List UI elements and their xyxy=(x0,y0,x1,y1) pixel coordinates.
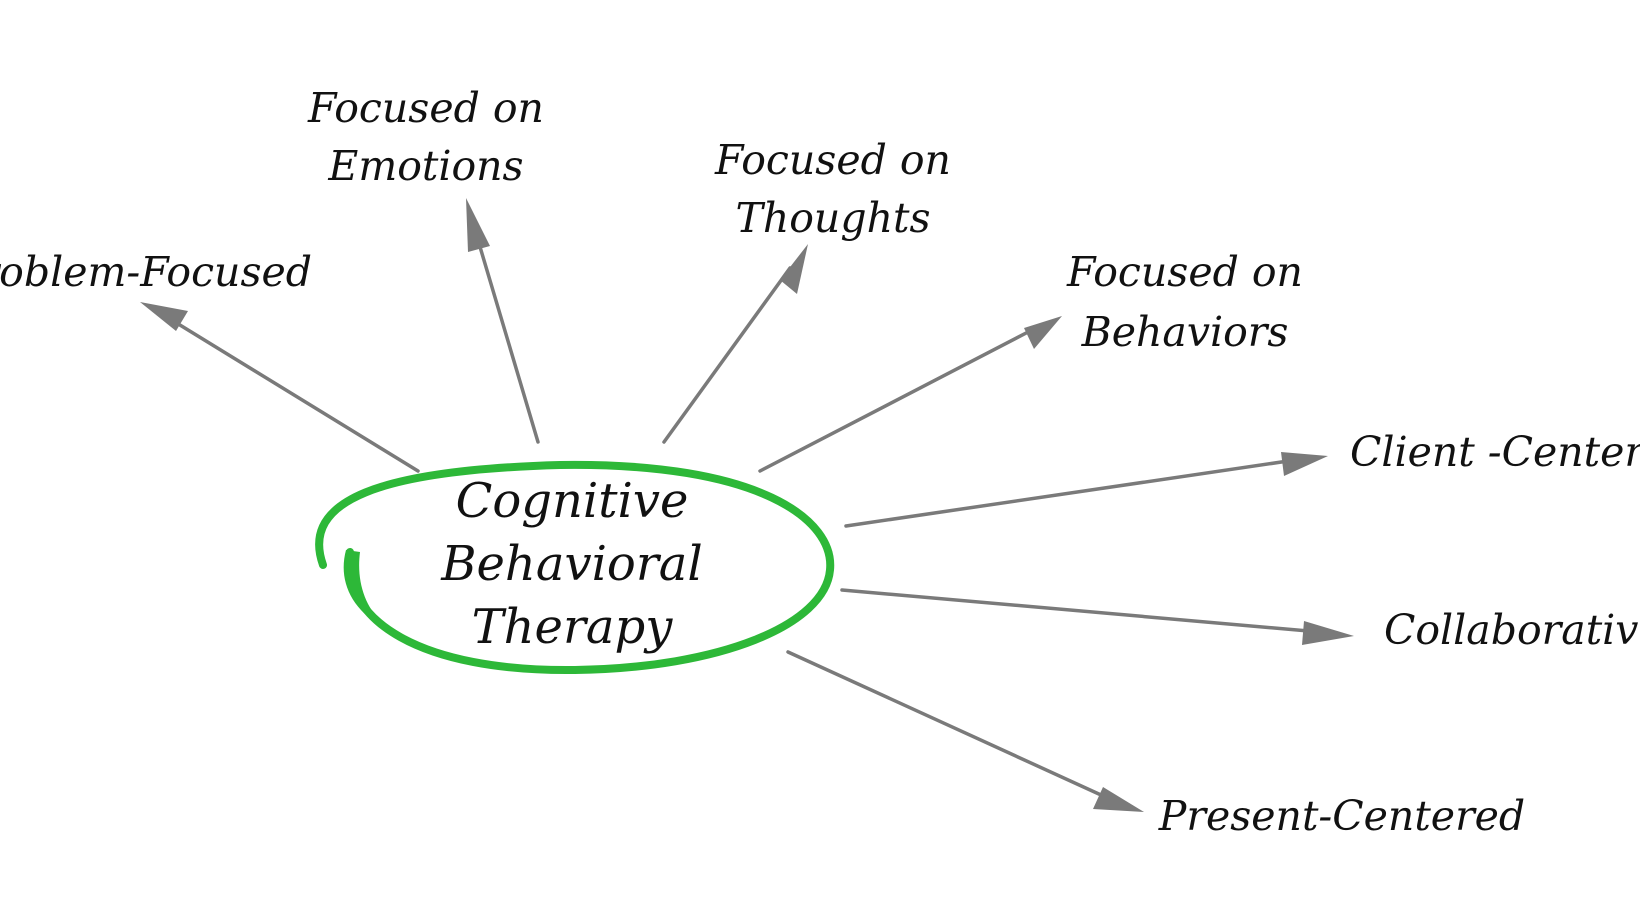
center-title-line-3: Therapy xyxy=(472,599,674,655)
arrow-client-centered-head xyxy=(1281,452,1328,476)
arrow-focused-on-emotions-shaft xyxy=(473,228,540,444)
arrow-collaborative-head xyxy=(1302,621,1354,645)
arrow-client-centered-shaft xyxy=(844,458,1297,528)
node-collaborative: Collaborative xyxy=(1384,606,1640,654)
node-focused-on-thoughts: Focused on Thoughts xyxy=(714,136,951,242)
arrow-problem-focused xyxy=(140,302,420,473)
node-client-centered-line-1: Client -Centered xyxy=(1350,428,1640,476)
arrow-collaborative-shaft xyxy=(840,588,1322,634)
node-present-centered: Present-Centered xyxy=(1158,792,1525,840)
node-focused-on-thoughts-line-1: Focused on xyxy=(714,136,951,184)
node-focused-on-behaviors-line-1: Focused on xyxy=(1066,248,1303,296)
arrow-focused-on-thoughts-shaft xyxy=(662,266,792,444)
arrow-client-centered xyxy=(844,452,1328,528)
node-focused-on-behaviors: Focused on Behaviors xyxy=(1066,248,1303,356)
arrow-focused-on-emotions-head xyxy=(466,198,490,252)
arrow-focused-on-behaviors xyxy=(758,316,1062,473)
center-ring-brush-tail xyxy=(343,550,392,632)
arrow-focused-on-emotions xyxy=(466,198,540,444)
arrow-present-centered xyxy=(786,650,1144,812)
center-ring-stroke xyxy=(315,460,835,675)
arrow-focused-on-thoughts-head xyxy=(780,244,808,294)
arrow-present-centered-shaft xyxy=(786,650,1114,802)
arrow-focused-on-thoughts xyxy=(662,244,808,444)
node-present-centered-line-1: Present-Centered xyxy=(1158,792,1525,840)
center-title-line-2: Behavioral xyxy=(440,536,703,592)
arrow-present-centered-head xyxy=(1093,787,1144,812)
arrow-problem-focused-head xyxy=(140,302,188,331)
arrow-focused-on-behaviors-head xyxy=(1024,316,1062,349)
node-client-centered: Client -Centered xyxy=(1350,428,1640,476)
node-collaborative-line-1: Collaborative xyxy=(1384,606,1640,654)
center-ring xyxy=(315,460,835,675)
center-title: Cognitive Behavioral Therapy xyxy=(440,473,703,655)
node-focused-on-emotions-line-2: Emotions xyxy=(327,142,523,190)
node-problem-focused-line-1: Problem-Focused xyxy=(0,248,312,296)
arrow-collaborative xyxy=(840,588,1354,645)
node-focused-on-emotions: Focused on Emotions xyxy=(307,84,544,190)
arrow-problem-focused-shaft xyxy=(160,312,420,473)
center-title-line-1: Cognitive xyxy=(456,473,689,529)
arrow-focused-on-behaviors-shaft xyxy=(758,329,1032,473)
node-focused-on-behaviors-line-2: Behaviors xyxy=(1081,308,1289,356)
node-focused-on-thoughts-line-2: Thoughts xyxy=(735,194,930,242)
node-problem-focused: Problem-Focused xyxy=(0,248,312,296)
node-focused-on-emotions-line-1: Focused on xyxy=(307,84,544,132)
